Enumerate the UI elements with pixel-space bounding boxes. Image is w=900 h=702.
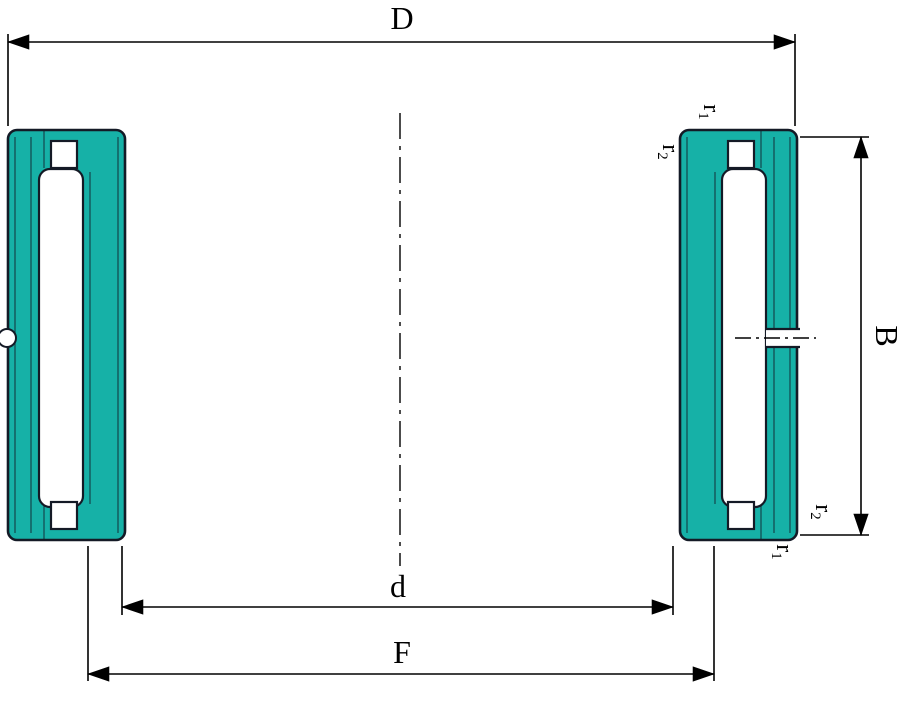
r-base: r <box>698 104 724 112</box>
cage-section-top <box>726 139 756 170</box>
r-subscript: 1 <box>768 552 784 559</box>
bearing-section-left <box>0 128 127 542</box>
r-base: r <box>657 144 683 152</box>
r-subscript: 2 <box>807 512 823 519</box>
dim-label-F: F <box>393 634 411 670</box>
r-base: r <box>810 504 836 512</box>
dimension-F: F <box>86 546 716 682</box>
bearing-section-right <box>678 128 800 542</box>
dimension-B: B <box>800 135 900 537</box>
radius-label-r1-top: r1 <box>695 104 724 119</box>
radius-label-r2-bottom: r2 <box>807 504 836 519</box>
radius-label-r1-bottom: r1 <box>768 544 797 559</box>
dimension-D: D <box>6 0 797 126</box>
seam-notch <box>0 328 17 348</box>
cage-section-bottom <box>49 500 79 531</box>
oil-hole <box>766 327 800 349</box>
cage-section-bottom <box>726 500 756 531</box>
needle-roller <box>37 167 85 509</box>
radius-label-r2-top: r2 <box>654 144 683 159</box>
r-subscript: 1 <box>695 112 711 119</box>
r-base: r <box>771 544 797 552</box>
cage-section-top <box>49 139 79 170</box>
dim-label-B: B <box>869 325 900 346</box>
dim-label-D: D <box>390 0 413 36</box>
dim-label-d: d <box>390 568 406 604</box>
dimension-d: d <box>120 546 675 615</box>
r-subscript: 2 <box>654 152 670 159</box>
oil-hole-gap <box>766 329 800 347</box>
